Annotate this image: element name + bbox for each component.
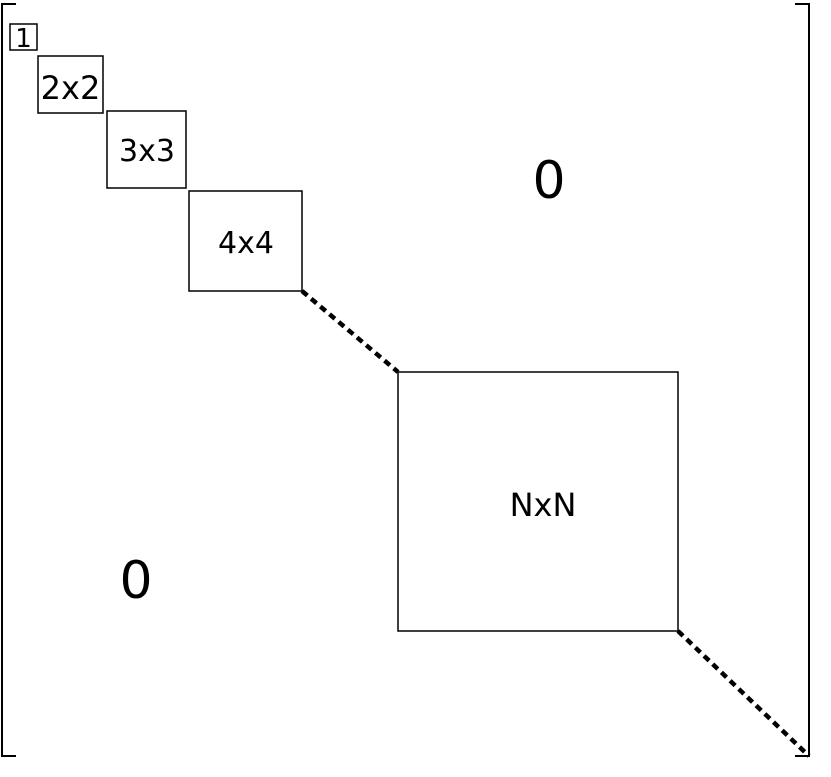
block-2x2 [37,55,104,114]
right-bracket [795,3,810,757]
left-bracket [1,3,16,757]
block-nxn [397,371,679,632]
block-2x2-label: 2x2 [41,69,101,107]
upper-zero-label: 0 [532,151,565,211]
block-1-label: 1 [15,24,32,54]
block-4x4-label: 4x4 [218,226,274,261]
block-1 [9,23,38,51]
diagonal-ellipsis-upper [300,289,400,374]
block-3x3-label: 3x3 [119,134,175,169]
lower-zero-label: 0 [119,551,152,611]
block-3x3 [106,110,187,189]
block-4x4 [188,190,303,292]
diagonal-ellipsis-lower [676,629,811,758]
block-nxn-label: NxN [510,486,577,524]
